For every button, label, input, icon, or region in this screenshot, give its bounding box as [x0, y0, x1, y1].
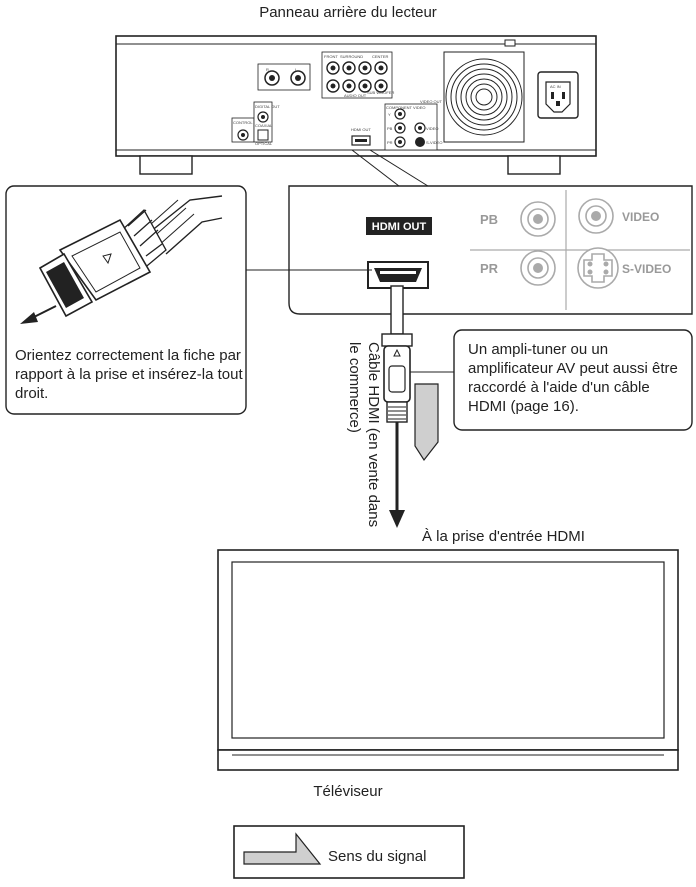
audio-out-51: FRONT SURROUND CENTER AUDIO OUT SUB WOOF… — [321, 51, 394, 99]
tiny-label-subwoofer: SUB WOOFER — [367, 90, 394, 95]
tv-label: Téléviseur — [313, 783, 383, 800]
grey-connectors: PB PR VIDEO S-VIDEO — [470, 190, 690, 310]
tiny-label-component-video: COMPONENT VIDEO — [386, 105, 426, 110]
tiny-label-y: Y — [388, 112, 391, 117]
pr-label: PR — [480, 261, 499, 276]
hdmi-out-label-box — [366, 217, 432, 235]
hdmi-out-small: HDMI OUT — [351, 127, 371, 146]
tiny-label-pr: PR — [387, 140, 393, 145]
player-rear-panel: R L FRONT SURROUND CENTER AUDIO OUT SUB … — [115, 35, 597, 175]
hdmi-cable — [381, 285, 413, 528]
legend — [233, 825, 465, 879]
zoom-panel: HDMI OUT PB PR VIDEO S-VIDE — [288, 185, 693, 315]
tiny-label-optical: OPTICAL — [255, 141, 273, 146]
tiny-label-r: R — [266, 67, 269, 72]
tiny-label-video-out: VIDEO OUT — [420, 99, 443, 104]
tiny-label-front: FRONT — [324, 54, 338, 59]
diagram-title: Panneau arrière du lecteur — [259, 4, 437, 21]
tiny-label-center: CENTER — [372, 54, 389, 59]
tv-input-label: À la prise d'entrée HDMI — [422, 528, 585, 545]
ac-inlet: AC IN — [537, 71, 579, 119]
tiny-label-video: VIDEO — [426, 126, 438, 131]
tiny-label-l: L — [295, 67, 298, 72]
legend-arrow-icon — [243, 832, 322, 865]
video-out-block: COMPONENT VIDEO VIDEO OUT Y PB PR VIDEO … — [384, 99, 443, 151]
television — [217, 549, 679, 771]
tiny-label-audio-out: AUDIO OUT — [344, 93, 367, 98]
pb-label: PB — [480, 212, 498, 227]
tiny-label-digital-out: DIGITAL OUT — [255, 104, 280, 109]
hdmi-out-label: HDMI OUT — [372, 221, 427, 233]
svideo-label: S-VIDEO — [622, 262, 671, 276]
signal-direction-arrow — [414, 383, 439, 462]
tiny-label-coaxial: COAXIAL — [255, 123, 273, 128]
amp-caption: Un ampli-tuner ou un amplificateur AV pe… — [468, 341, 678, 415]
tiny-label-svideo: S-VIDEO — [426, 140, 442, 145]
plug-callout — [5, 185, 372, 415]
video-label: VIDEO — [622, 210, 659, 224]
cooling-fan — [443, 51, 525, 143]
tiny-label-control-in: CONTROL IN — [233, 120, 258, 125]
legend-label: Sens du signal — [328, 848, 427, 865]
plug-caption: Orientez correctement la fiche par rappo… — [15, 347, 243, 402]
control-digital-block: CONTROL IN DIGITAL OUT COAXIAL OPTICAL — [231, 101, 280, 146]
tiny-label-hdmi-out: HDMI OUT — [351, 127, 371, 132]
amp-callout-box — [453, 329, 693, 431]
audio-out-rl: R L — [257, 63, 311, 91]
tiny-label-surround: SURROUND — [340, 54, 363, 59]
cable-label: Câble HDMI (en vente dans le commerce) — [346, 342, 382, 528]
tiny-label-ac-in: AC IN — [550, 84, 561, 89]
tiny-label-pb: PB — [387, 126, 393, 131]
